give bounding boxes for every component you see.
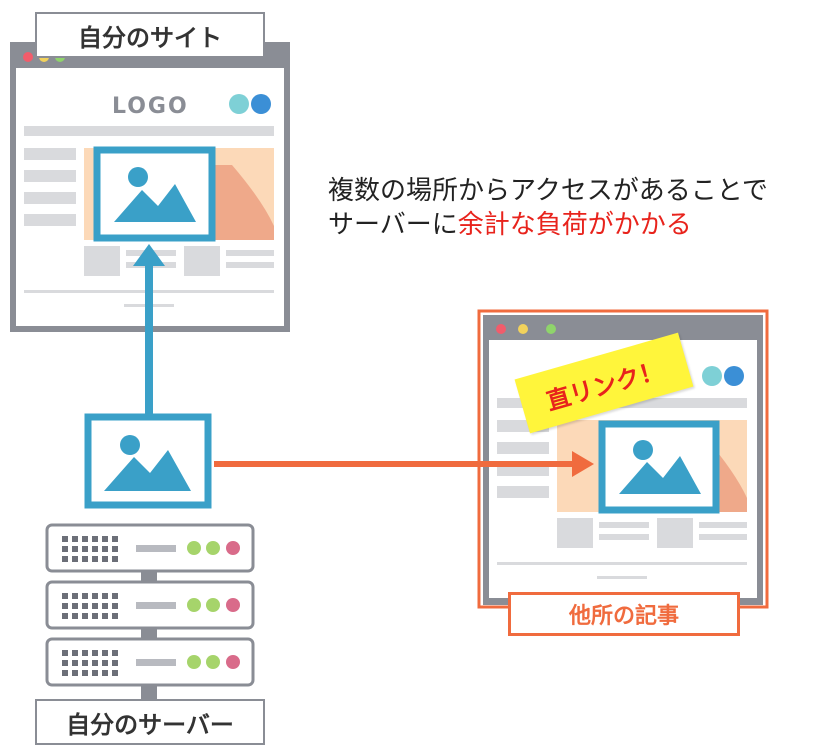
arrow-to-own-site (133, 244, 165, 414)
own-server-label: 自分のサーバー (35, 699, 265, 745)
header-circle-icon (702, 366, 722, 386)
arrow-to-other-article (214, 451, 594, 477)
header-circle-icon (229, 94, 249, 114)
window-close-dot (23, 52, 33, 62)
caption-line-2: サーバーに余計な負荷がかかる (328, 208, 768, 242)
source-image-icon (84, 413, 212, 509)
window-close-dot (496, 324, 506, 334)
caption-line-1: 複数の場所からアクセスがあることで (328, 176, 768, 206)
window-max-dot (546, 324, 556, 334)
server-unit (45, 637, 255, 687)
own-site-browser (10, 42, 290, 332)
header-circle-icon (724, 366, 744, 386)
window-min-dot (518, 324, 528, 334)
own-site-label: 自分のサイト (35, 12, 265, 58)
server-unit (45, 523, 255, 573)
site-logo: LOGO (112, 94, 189, 119)
server-stack (45, 523, 255, 700)
own-site-image-icon (93, 146, 216, 242)
caption-highlight: 余計な負荷がかかる (457, 210, 692, 240)
header-circle-icon (251, 94, 271, 114)
caption-text: 複数の場所からアクセスがあることで サーバーに余計な負荷がかかる (328, 174, 768, 242)
other-article-image-icon (598, 420, 720, 514)
server-unit (45, 580, 255, 630)
caption-line-2-prefix: サーバーに (328, 210, 458, 240)
other-article-label: 他所の記事 (508, 592, 740, 636)
